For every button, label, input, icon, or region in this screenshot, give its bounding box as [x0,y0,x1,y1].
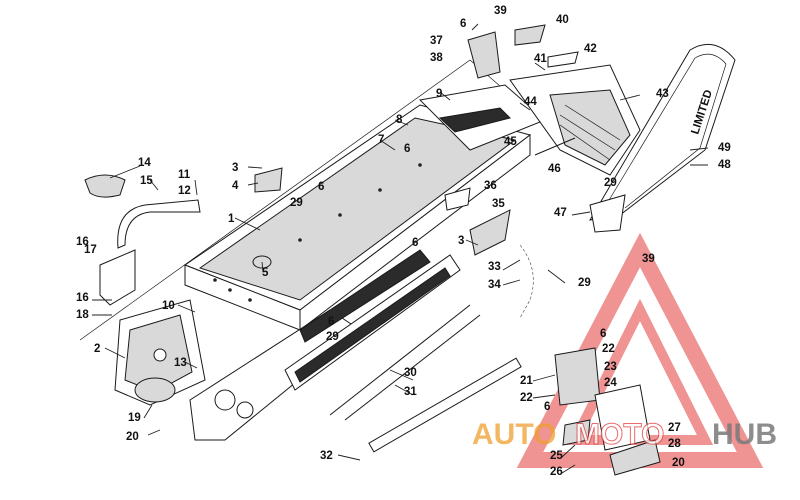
callout-49: 49 [718,142,731,154]
callout-48: 48 [718,159,731,171]
callout-46: 46 [548,163,561,175]
callout-6: 6 [318,181,324,193]
callout-27: 27 [668,422,681,434]
callout-2: 2 [94,343,100,355]
callout-44: 44 [524,96,537,108]
callout-39: 39 [642,253,655,265]
callout-29: 29 [578,277,591,289]
callout-18: 18 [76,309,89,321]
callout-6: 6 [460,18,466,30]
callout-10: 10 [162,300,175,312]
callout-43: 43 [656,88,669,100]
callout-19: 19 [128,412,141,424]
callout-20: 20 [672,457,685,469]
callout-29: 29 [290,197,303,209]
callout-5: 5 [262,267,269,279]
rear-bumper: LIMITED [589,43,736,221]
callout-9: 9 [436,88,442,100]
callout-32: 32 [320,450,333,462]
callout-30: 30 [404,367,417,379]
callout-6: 6 [404,143,410,155]
callout-33: 33 [488,261,501,273]
callout-16: 16 [76,236,89,248]
callout-34: 34 [488,279,501,291]
callout-12: 12 [178,185,191,197]
callout-31: 31 [404,386,417,398]
callout-35: 35 [492,198,505,210]
running-board [284,249,461,391]
callout-11: 11 [178,169,191,181]
callout-29: 29 [326,331,339,343]
watermark-moto: MOTO [575,418,664,451]
leader-lines [92,23,709,474]
callout-39: 39 [494,5,507,17]
callout-47: 47 [554,207,567,219]
callout-36: 36 [484,180,497,192]
callout-38: 38 [430,52,443,64]
callout-15: 15 [140,175,153,187]
front-bulkhead [114,299,206,406]
chassis-tunnel [79,59,546,341]
small-parts [84,24,661,476]
side-rails [329,304,522,453]
callout-41: 41 [534,53,547,65]
watermark-hub: HUB [712,418,777,451]
callout-23: 23 [604,361,617,373]
callout-24: 24 [604,377,617,389]
callout-37: 37 [430,35,443,47]
callout-4: 4 [232,180,239,192]
callout-3: 3 [232,162,238,174]
callout-29: 29 [604,177,617,189]
snowflap [509,64,641,176]
callout-7: 7 [378,134,384,146]
callout-40: 40 [556,14,569,26]
callout-13: 13 [174,357,187,369]
callout-8: 8 [396,114,403,126]
callout-6: 6 [600,328,606,340]
callout-42: 42 [584,43,597,55]
callout-16: 16 [76,292,89,304]
callout-45: 45 [504,136,517,148]
callout-labels: 1233456666666789101112131415161617181920… [76,5,731,478]
callout-14: 14 [138,157,151,169]
callout-1: 1 [228,213,235,225]
callout-21: 21 [520,375,533,387]
callout-20: 20 [126,431,139,443]
callout-17: 17 [84,244,97,256]
watermark-text: AUTO MOTO HUB [472,418,777,452]
callout-6: 6 [544,401,550,413]
callout-22: 22 [520,392,533,404]
callout-3: 3 [458,235,464,247]
callout-6: 6 [328,316,334,328]
callout-28: 28 [668,438,681,450]
callout-26: 26 [550,466,563,478]
watermark-auto: AUTO [472,418,556,451]
callout-6: 6 [412,237,418,249]
callout-22: 22 [602,343,615,355]
callout-25: 25 [550,450,563,462]
